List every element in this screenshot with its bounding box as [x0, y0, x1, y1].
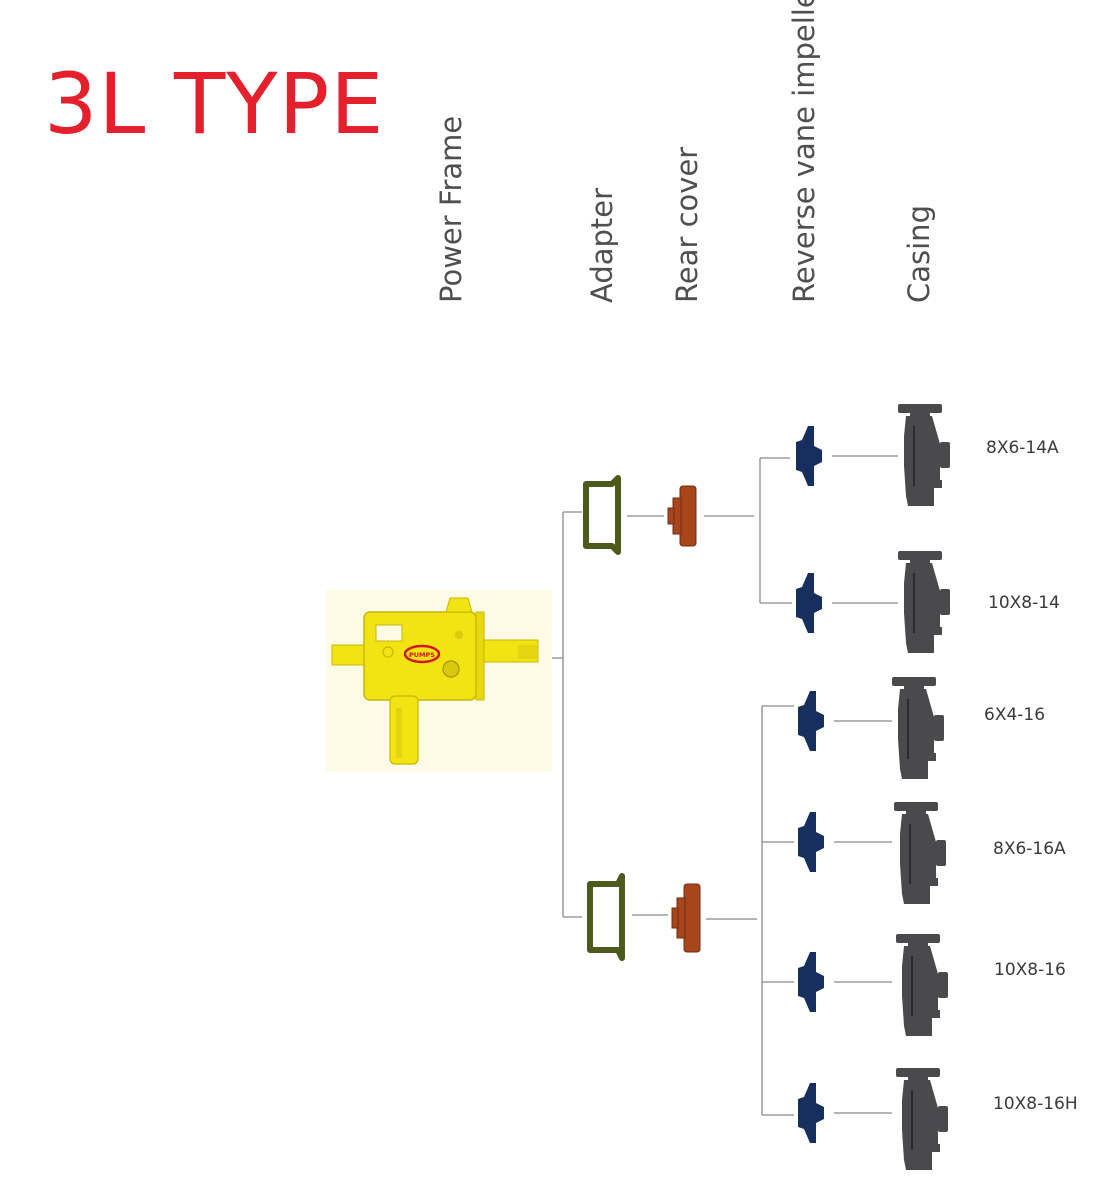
impeller-image [798, 812, 824, 872]
casing-label-8x6-16a: 8X6-16A [993, 839, 1066, 859]
casing-image [897, 550, 951, 654]
casing-image [893, 801, 947, 905]
casing-label-8x6-14a: 8X6-14A [986, 438, 1059, 458]
impeller-image [796, 573, 822, 633]
rear-cover-lower-image [671, 883, 701, 953]
connector-lines [550, 455, 898, 1116]
casing-image [895, 1067, 949, 1171]
adapter-lower-image [587, 873, 625, 961]
impeller-image [798, 952, 824, 1012]
casing-label-6x4-16: 6X4-16 [984, 705, 1046, 725]
power-frame-badge-text: PUMPS [409, 651, 435, 659]
casing-label-10x8-16h: 10X8-16H [993, 1094, 1078, 1114]
casing-image [897, 403, 951, 507]
impeller-image [796, 426, 822, 486]
rear-cover-upper-image [667, 485, 697, 547]
casing-image [891, 676, 945, 780]
page-title: 3L TYPE [44, 55, 385, 153]
power-frame-image: PUMPS [326, 590, 552, 772]
casing-label-10x8-14: 10X8-14 [988, 593, 1060, 613]
impeller-image [798, 1083, 824, 1143]
casing-label-10x8-16: 10X8-16 [994, 960, 1066, 980]
impeller-image [798, 691, 824, 751]
casing-image [895, 933, 949, 1037]
adapter-upper-image [583, 475, 621, 555]
